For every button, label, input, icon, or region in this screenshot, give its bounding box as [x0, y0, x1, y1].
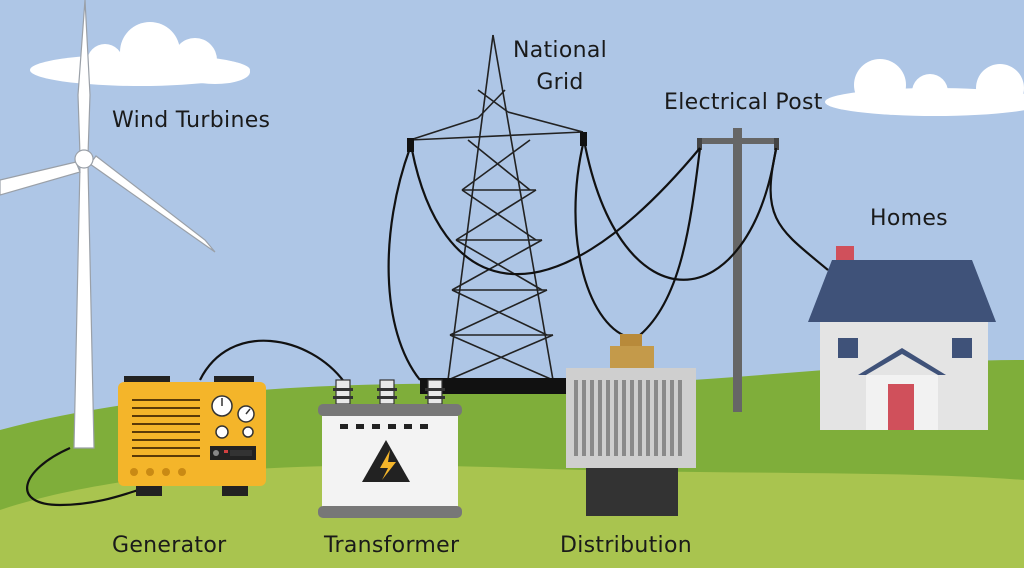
- tower-insulator-left: [407, 138, 414, 152]
- tower-insulator-right: [580, 132, 587, 146]
- tower-base: [420, 378, 570, 394]
- label-generator: Generator: [112, 533, 227, 558]
- label-wind-turbines: Wind Turbines: [112, 108, 271, 133]
- lightning-icon: [362, 440, 410, 482]
- wind-turbine: [0, 0, 216, 449]
- transmission-tower: [409, 34, 584, 381]
- window-right: [952, 338, 972, 358]
- roof: [808, 260, 996, 322]
- house: [808, 246, 996, 430]
- label-national-grid-line2: Grid: [536, 70, 584, 95]
- label-homes: Homes: [870, 206, 948, 231]
- door: [888, 384, 914, 430]
- dial-icon: [211, 395, 255, 439]
- hill-near: [0, 465, 1024, 568]
- label-national-grid-line1: National: [512, 38, 608, 63]
- cloud-right: [825, 59, 1024, 116]
- label-electrical-post: Electrical Post: [664, 90, 823, 115]
- electrical-post: [697, 128, 779, 412]
- window-left: [838, 338, 858, 358]
- label-transformer: Transformer: [324, 533, 460, 558]
- transformer: [318, 379, 462, 518]
- label-distribution: Distribution: [560, 533, 692, 558]
- distribution-unit: [566, 334, 696, 516]
- generator: [118, 376, 266, 496]
- power-cables: [26, 139, 829, 507]
